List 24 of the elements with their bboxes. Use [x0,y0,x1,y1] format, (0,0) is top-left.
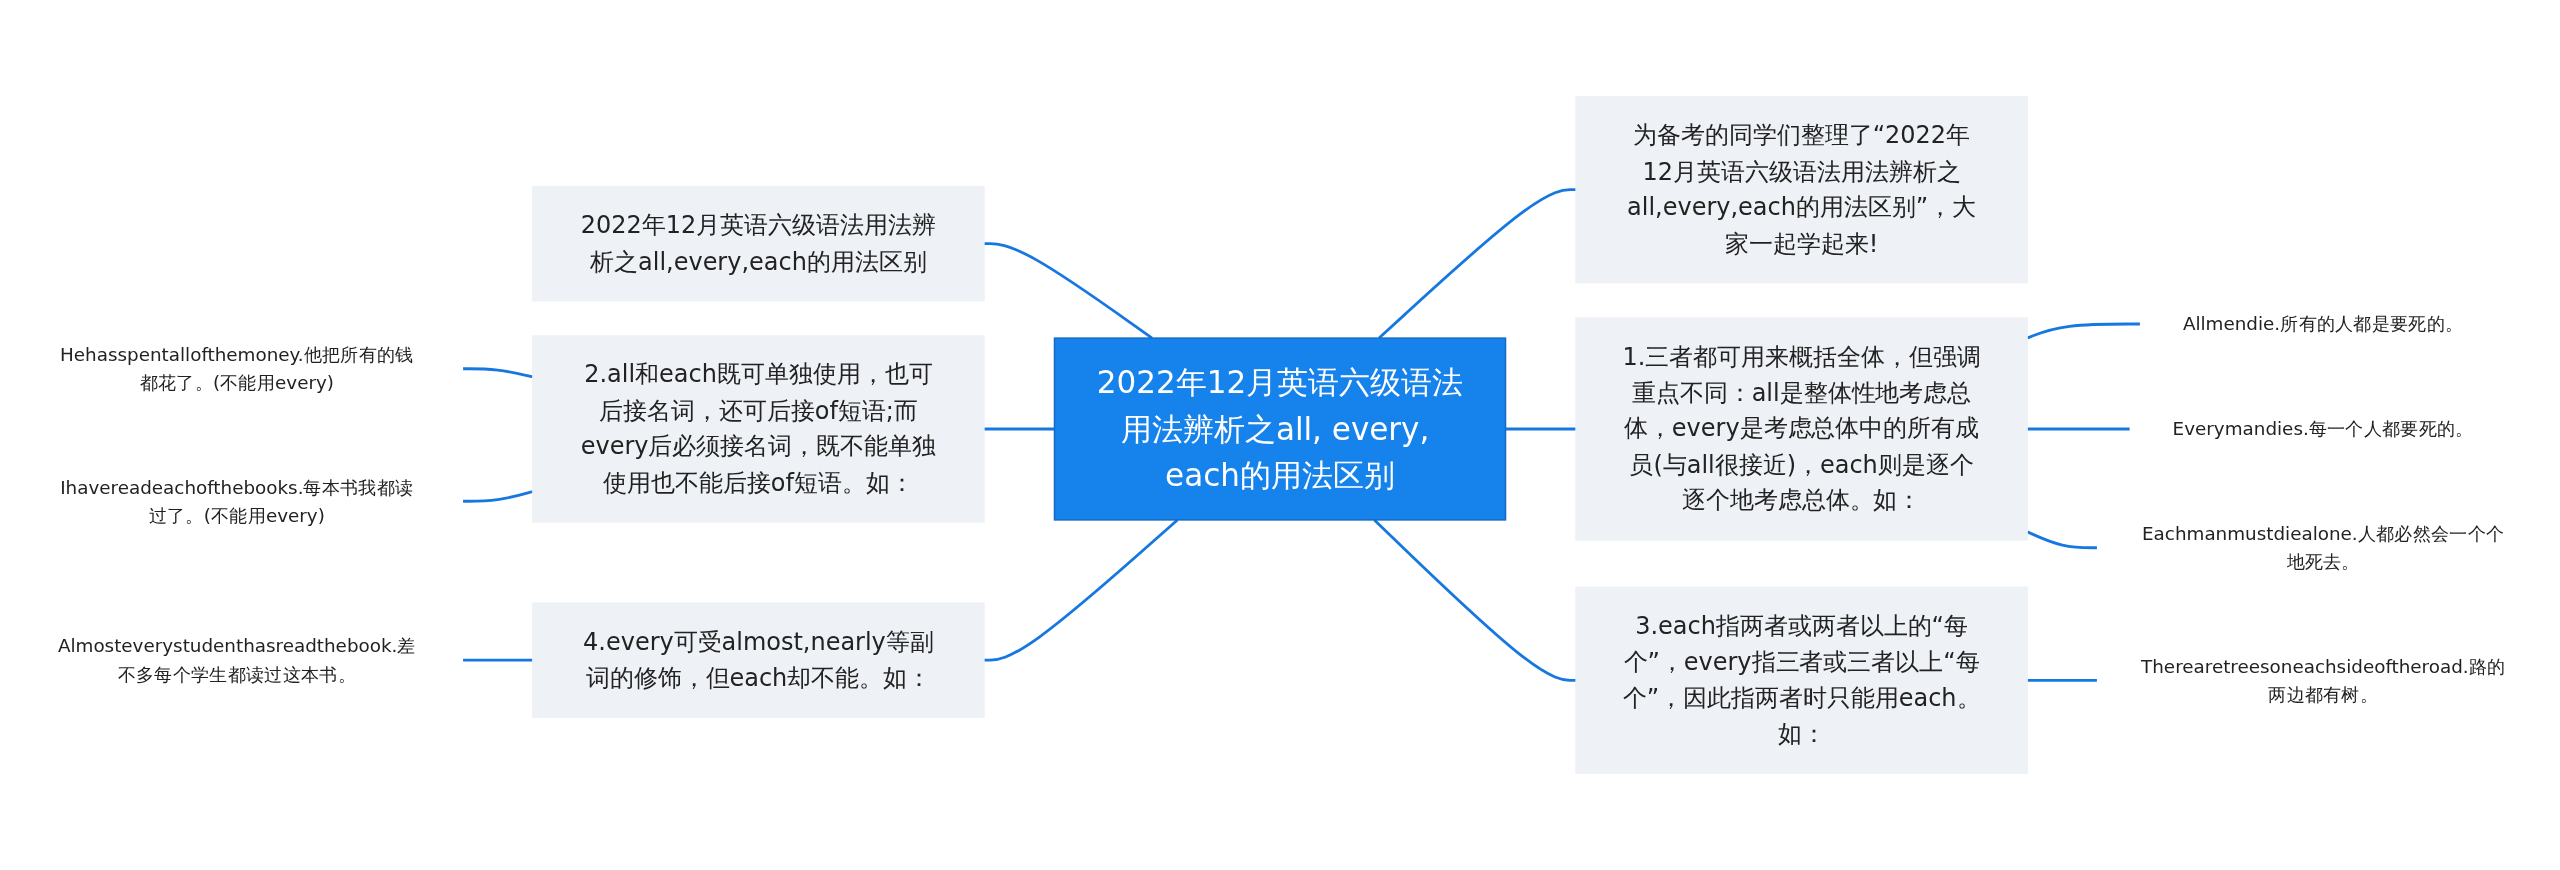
node-box: 1.三者都可用来概括全体，但强调重点不同：all是整体性地考虑总体，every是考虑总体中的所有成员(与all很接近)，each则是逐个逐个地考虑总体。如： [1575,317,2028,541]
connector [462,658,533,662]
node-box: 4.every可受almost,nearly等副词的修饰，但each却不能。如： [532,602,985,718]
node-text: Eachmanmustdiealone.人都必然会一个个地死去。 [2142,523,2505,572]
connector [2027,427,2131,431]
connector [983,518,1179,662]
node-text: Allmendie.所有的人都是要死的。 [2182,313,2464,335]
node-text: Therearetreesoneachsideoftheroad.路的两边都有树。 [2141,655,2506,705]
node-box: 2.all和each既可单独使用，也可后接名词，还可后接of短语;而every后必须接名词，既不能单独使用也不能后接of短语。如： [532,335,985,523]
node-text: Ihavereadeachofthebooks.每本书我都读过了。(不能用every) [60,476,414,526]
node-text: Hehasspentallofthemoney.他把所有的钱都花了。(不能用every) [60,344,414,393]
connector [1373,518,1577,682]
connector [1505,427,1577,431]
node-text: Everymandies.每一个人都要死的。 [2172,418,2474,440]
connector [2026,530,2098,550]
connector [983,242,1153,340]
node-box: 为备考的同学们整理了“2022年12月英语六级语法用法辨析之all,every,each的用法区别”，大家一起学起来! [1575,95,2028,284]
node-box: 2022年12月英语六级语法用法辨析之all, every, each的用法区别 [1053,337,1507,521]
node-text: Almosteverystudenthasreadthebook.差不多每个学生都读过这本书。 [57,635,416,685]
connector [983,427,1055,431]
connector [2027,678,2098,682]
connector [1378,188,1577,340]
node-box: 2022年12月英语六级语法用法辨析之all,every,each的用法区别 [532,185,985,302]
node-box: 3.each指两者或两者以上的“每个”，every指三者或三者以上“每个”，因此指两者时只能用each。如： [1575,586,2028,775]
